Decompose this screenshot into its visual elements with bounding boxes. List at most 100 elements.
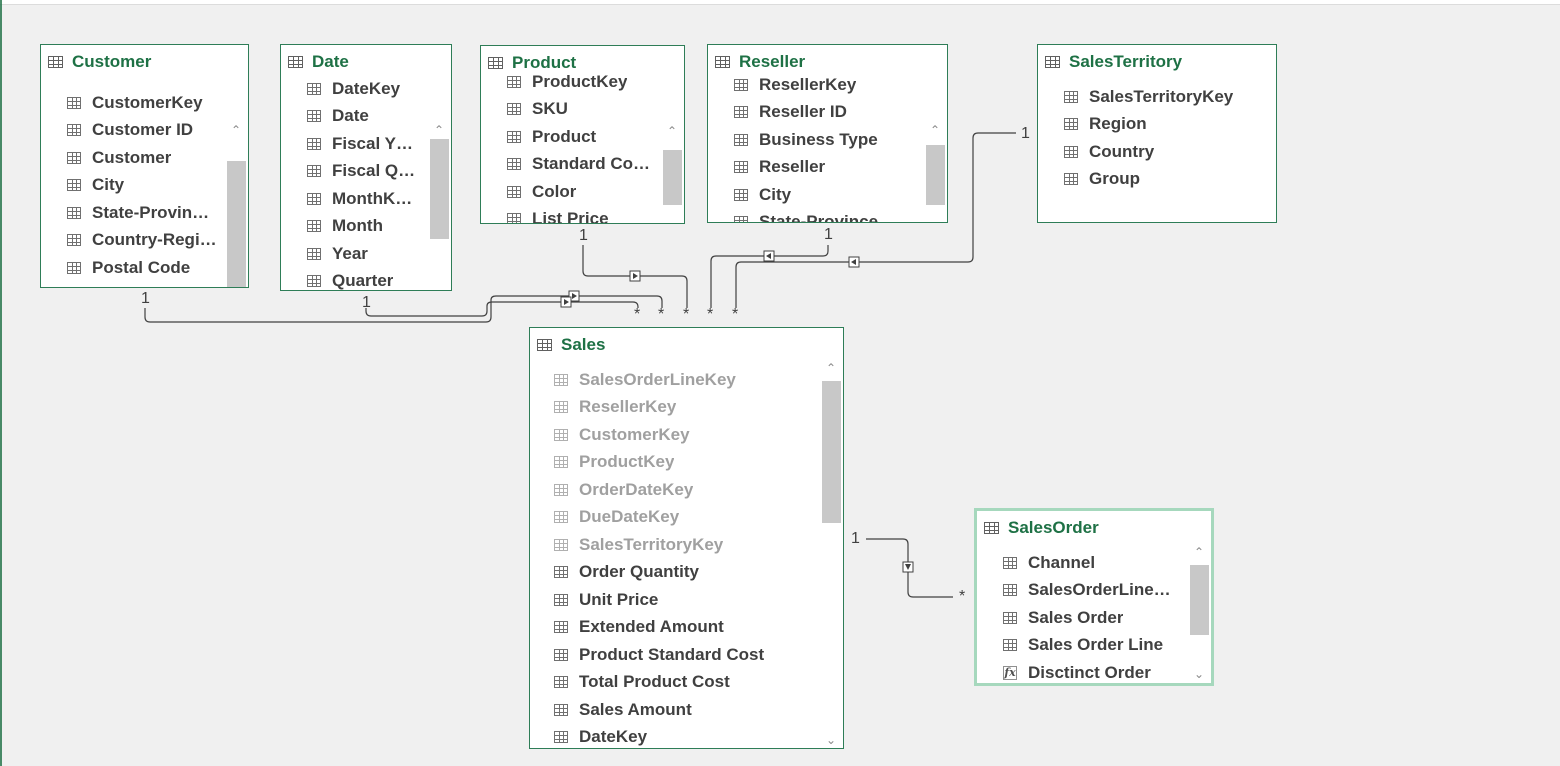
column-item[interactable]: Year [281,240,429,268]
column-icon [67,96,81,109]
column-item[interactable]: Total Product Cost [530,669,821,697]
column-item[interactable]: SalesTerritoryKey [530,531,821,559]
column-item[interactable]: ResellerKey [708,71,925,99]
column-item[interactable]: ProductKey [481,68,662,96]
scrollbar-thumb[interactable] [926,145,945,205]
chevron-up-icon[interactable]: ⌃ [929,123,941,137]
column-item[interactable]: DueDateKey [530,504,821,532]
column-item[interactable]: Color [481,178,662,206]
scrollbar-thumb[interactable] [822,381,841,523]
column-name: State-Province [759,212,879,223]
cardinality-one: 1 [851,530,860,547]
table-header[interactable]: SalesTerritory [1038,45,1276,79]
column-name: Postal Code [92,257,191,277]
column-item[interactable]: DateKey [530,724,821,749]
scrollbar-thumb[interactable] [227,161,246,287]
column-item[interactable]: Sales Order [977,604,1189,632]
column-item[interactable]: Quarter [281,268,429,290]
column-item[interactable]: City [41,172,226,200]
column-item[interactable]: Postal Code [41,254,226,282]
column-item[interactable]: MonthK… [281,185,429,213]
column-item[interactable]: Date [281,103,429,131]
column-item[interactable]: Month [281,213,429,241]
table-header[interactable]: Date [281,45,451,79]
column-item[interactable]: CustomerKey [41,89,226,117]
column-name: SKU [532,99,568,119]
table-header[interactable]: SalesOrder [977,511,1211,545]
column-item[interactable]: SalesOrderLineKey [530,366,821,394]
column-item[interactable]: Fiscal Y… [281,130,429,158]
column-item[interactable]: Country [1038,138,1254,166]
column-item[interactable]: Fiscal Q… [281,158,429,186]
column-item[interactable]: ProductKey [530,449,821,477]
column-item[interactable]: Reseller ID [708,99,925,127]
table-header[interactable]: Product [481,46,684,80]
vertical-scrollbar[interactable]: ⌃⌄ [226,121,246,287]
column-item[interactable]: Group [1038,166,1254,194]
scrollbar-thumb[interactable] [430,139,449,239]
table-header[interactable]: Sales [530,328,843,362]
column-item[interactable]: State-Provin… [41,199,226,227]
column-item[interactable]: Customer ID [41,117,226,145]
chevron-up-icon[interactable]: ⌃ [666,124,678,138]
column-item[interactable]: Customer [41,144,226,172]
column-item[interactable]: Sales Order Line [977,632,1189,660]
column-item[interactable]: State-Province [708,209,925,223]
column-item[interactable]: SKU [481,96,662,124]
column-item[interactable]: OrderDateKey [530,476,821,504]
chevron-up-icon[interactable]: ⌃ [1193,545,1205,559]
column-item[interactable]: CustomerKey [530,421,821,449]
vertical-scrollbar[interactable]: ⌃⌄ [662,122,682,223]
vertical-scrollbar[interactable]: ⌃⌄ [429,121,449,290]
column-icon [1064,145,1078,158]
vertical-scrollbar[interactable]: ⌃⌄ [1189,543,1209,683]
vertical-scrollbar[interactable]: ⌃⌄ [821,359,841,748]
column-icon [554,401,568,414]
table-header[interactable]: Reseller [708,45,947,79]
column-name: Product Standard Cost [579,644,765,664]
column-item[interactable]: Business Type [708,126,925,154]
chevron-down-icon[interactable]: ⌄ [825,733,837,747]
column-name: Business Type [759,129,878,149]
column-item[interactable]: Product [481,123,662,151]
column-item[interactable]: SalesOrderLine… [977,577,1189,605]
column-name: Sales Order [1028,607,1124,627]
column-item[interactable]: Order Quantity [530,559,821,587]
column-item[interactable]: Extended Amount [530,614,821,642]
column-item[interactable]: DateKey [281,75,429,103]
chevron-up-icon[interactable]: ⌃ [433,123,445,137]
column-item[interactable]: Country-Regi… [41,227,226,255]
column-name: DateKey [332,78,401,98]
column-item[interactable]: Unit Price [530,586,821,614]
chevron-up-icon[interactable]: ⌃ [230,123,242,137]
column-item[interactable]: City [708,181,925,209]
scrollbar-thumb[interactable] [663,150,682,205]
column-item[interactable]: Standard Co… [481,151,662,179]
column-item[interactable]: Reseller [708,154,925,182]
column-name: OrderDateKey [579,479,694,499]
column-item[interactable]: Product Standard Cost [530,641,821,669]
chevron-down-icon[interactable]: ⌄ [1193,667,1205,681]
column-item[interactable]: Sales Amount [530,696,821,724]
column-name: DueDateKey [579,507,680,527]
column-item[interactable]: Region [1038,111,1254,139]
column-item[interactable]: ResellerKey [530,394,821,422]
column-item[interactable]: List Price [481,206,662,223]
column-item[interactable]: SalesTerritoryKey [1038,83,1254,111]
table-header[interactable]: Customer [41,45,248,79]
scrollbar-thumb[interactable] [1190,565,1209,635]
chevron-up-icon[interactable]: ⌃ [825,361,837,375]
vertical-scrollbar[interactable]: ⌃⌄ [925,121,945,222]
column-icon [554,511,568,524]
column-item[interactable]: Channel [977,549,1189,577]
